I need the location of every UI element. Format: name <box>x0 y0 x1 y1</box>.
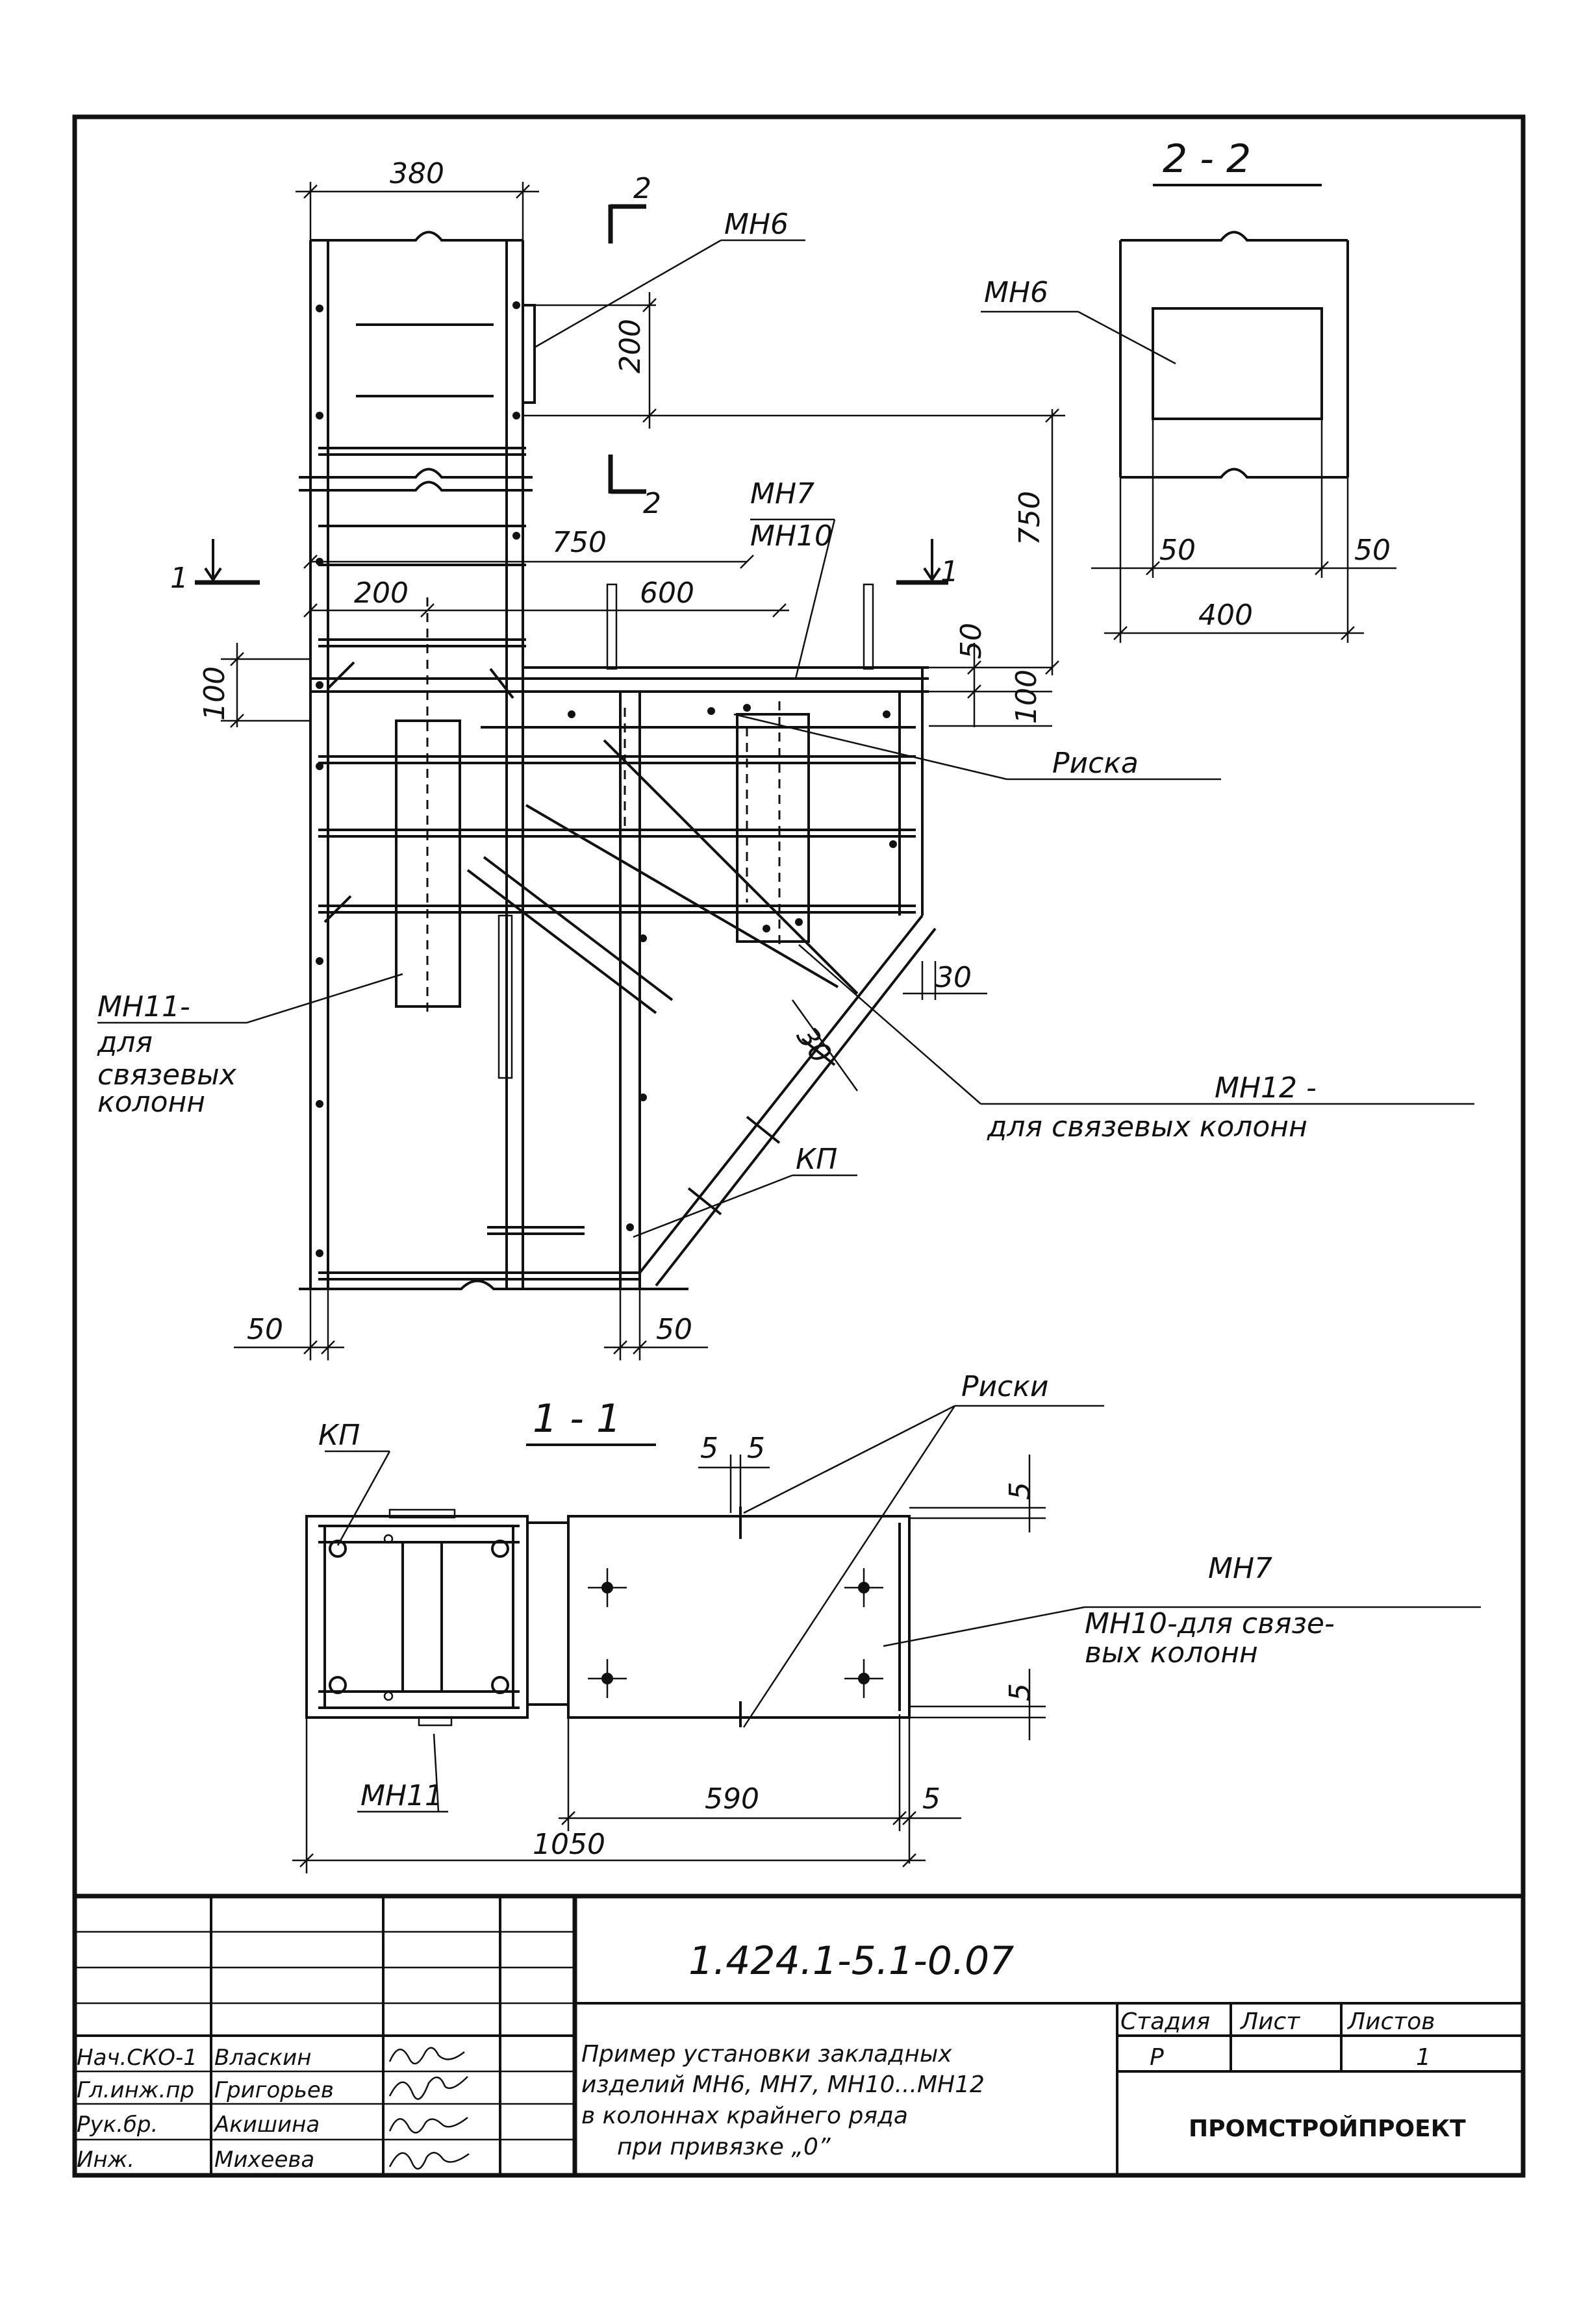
section-2-2-dim-50-right: 50 <box>1354 534 1391 567</box>
section-2-2-dim-50-left: 50 <box>1159 534 1196 567</box>
sheet-header: Лист <box>1239 2008 1300 2035</box>
label-mn11-line3: связевых <box>97 1058 237 1092</box>
section-1-1-label-kp: КП <box>318 1419 360 1452</box>
section-1-1-label-mn7: МН7 <box>1208 1552 1272 1585</box>
label-mn6: МН6 <box>724 208 789 241</box>
label-mn11-line2: для <box>97 1026 153 1059</box>
label-kp: КП <box>796 1143 837 1176</box>
doc-code: 1.424.1-5.1-0.07 <box>688 1938 1014 1984</box>
stage-value: Р <box>1150 2044 1164 2071</box>
organization: ПРОМСТРОЙПРОЕКТ <box>1189 2115 1466 2142</box>
label-mn10: МН10 <box>750 519 833 553</box>
title-block: 1.424.1-5.1-0.07 Пример установки заклад… <box>75 1893 1523 2175</box>
role-4: Инж. <box>77 2147 134 2173</box>
elevation-view: 380 200 750 750 200 600 50 100 <box>97 157 1474 1360</box>
title-line-1: Пример установки закладных <box>581 2041 952 2068</box>
signature-3 <box>388 2117 468 2134</box>
section-2-2-title: 2 - 2 <box>1163 136 1251 182</box>
section-1-1-dim-5b: 5 <box>747 1432 765 1465</box>
section-1-1-dim-1050: 1050 <box>533 1828 605 1861</box>
title-line-3: в колоннах крайнего ряда <box>581 2103 908 2129</box>
sheets-value: 1 <box>1416 2044 1431 2071</box>
role-1: Нач.СКО-1 <box>77 2045 197 2071</box>
section-2-2-label-mn6: МН6 <box>984 276 1048 309</box>
signature-1 <box>388 2047 465 2065</box>
section-1-1-dim-5a: 5 <box>700 1432 718 1465</box>
role-3: Рук.бр. <box>77 2112 158 2138</box>
section-1-1-dim-5-right-bottom: 5 <box>1003 1683 1037 1701</box>
section-1-1-dim-5c: 5 <box>922 1782 940 1816</box>
section-1-1-dim-5-right-top: 5 <box>1003 1482 1037 1500</box>
signature-4 <box>388 2152 470 2170</box>
dim-600: 600 <box>640 577 694 610</box>
dim-50-bottom-right: 50 <box>656 1313 692 1346</box>
label-mn11: МН11- <box>97 990 190 1023</box>
name-1: Власкин <box>214 2045 311 2071</box>
section-1-marker-left: 1 <box>170 562 188 595</box>
dim-30-horizontal: 30 <box>935 961 972 994</box>
section-1-1-dim-590: 590 <box>705 1782 759 1816</box>
section-1-1-label-riski: Риски <box>961 1370 1049 1403</box>
section-1-1: 1 - 1 <box>292 1370 1481 1873</box>
label-mn12-line2: для связевых колонн <box>987 1110 1307 1143</box>
section-2-2: 2 - 2 МН6 50 50 400 <box>981 136 1396 643</box>
stage-header: Стадия <box>1120 2008 1210 2035</box>
dim-50-right: 50 <box>955 623 988 659</box>
dim-100-left: 100 <box>198 666 231 721</box>
dim-100-right: 100 <box>1010 669 1043 724</box>
section-2-marker-top: 2 <box>633 172 651 205</box>
section-2-2-dim-400: 400 <box>1198 599 1253 632</box>
sheets-header: Листов <box>1346 2008 1435 2035</box>
dim-750-horizontal: 750 <box>552 526 607 559</box>
name-2: Григорьев <box>214 2077 334 2103</box>
signature-2 <box>388 2076 468 2100</box>
name-3: Акишина <box>213 2112 320 2138</box>
dim-750-vertical: 750 <box>1013 491 1046 545</box>
label-mn7: МН7 <box>750 477 814 510</box>
dim-50-bottom-left: 50 <box>247 1313 283 1346</box>
title-line-4: при привязке „0” <box>617 2134 831 2160</box>
label-mn12: МН12 - <box>1215 1071 1317 1105</box>
dim-200-horizontal: 200 <box>354 577 409 610</box>
name-4: Михеева <box>214 2147 314 2173</box>
sheet-frame <box>72 114 1526 2178</box>
section-2-marker-bottom: 2 <box>643 487 661 520</box>
section-1-1-label-mn10: МН10-для связе- <box>1085 1607 1335 1640</box>
label-mn11-line4: колонн <box>97 1086 205 1119</box>
section-1-1-label-mn10-line2: вых колонн <box>1085 1636 1258 1669</box>
title-line-2: изделий МН6, МН7, МН10...МН12 <box>581 2071 985 2098</box>
role-2: Гл.инж.пр <box>77 2077 194 2103</box>
label-riska: Риска <box>1052 747 1139 780</box>
dim-380: 380 <box>390 157 444 190</box>
section-1-1-label-mn11: МН11 <box>360 1779 443 1812</box>
dim-200-vertical: 200 <box>614 319 647 373</box>
section-1-marker-right: 1 <box>940 555 959 588</box>
section-1-1-title: 1 - 1 <box>533 1396 621 1442</box>
